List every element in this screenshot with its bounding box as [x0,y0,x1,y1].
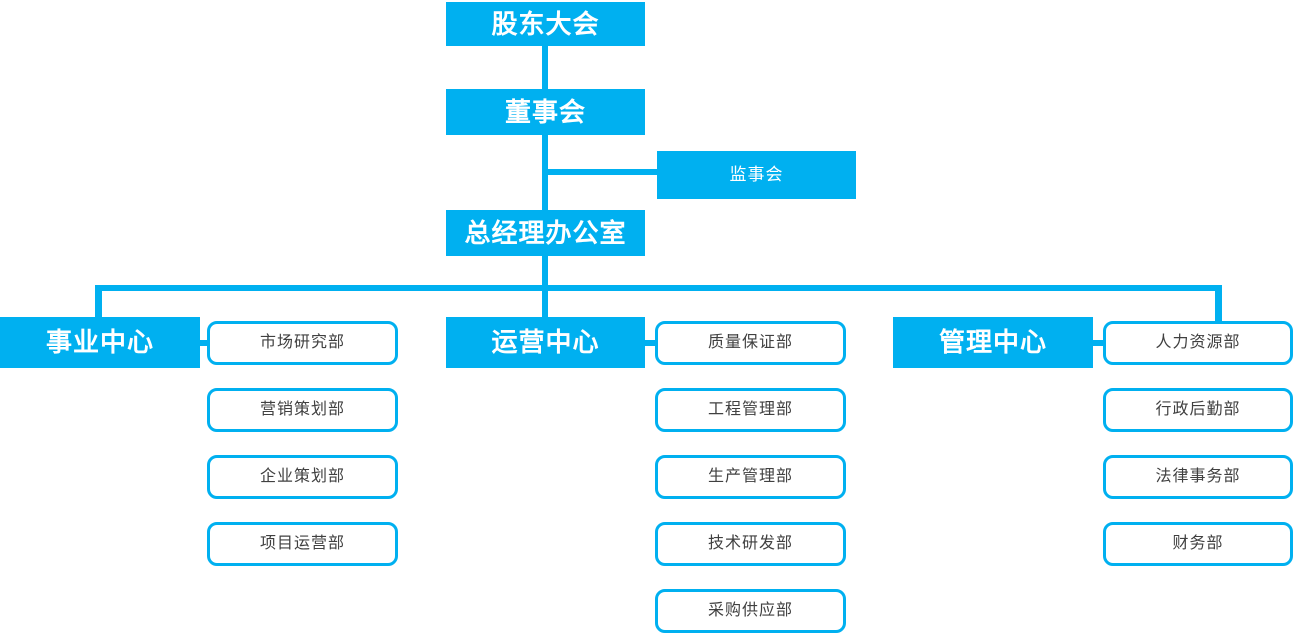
connector-right-leg [1215,285,1222,322]
node-board-of-directors: 董事会 [446,89,645,135]
dept-quality-assurance: 质量保证部 [655,321,846,365]
connector-business-depts [197,340,208,346]
dept-tech-rd: 技术研发部 [655,522,846,566]
node-center-operations: 运营中心 [446,317,645,368]
dept-legal-affairs: 法律事务部 [1103,455,1293,499]
dept-human-resources: 人力资源部 [1103,321,1293,365]
connector-main-horizontal [95,285,1222,291]
node-supervisory-board: 监事会 [657,151,856,199]
node-shareholders-meeting: 股东大会 [446,2,645,46]
node-center-business: 事业中心 [0,317,200,368]
dept-engineering-management: 工程管理部 [655,388,846,432]
dept-project-operations: 项目运营部 [207,522,398,566]
dept-marketing-planning: 营销策划部 [207,388,398,432]
node-gm-office: 总经理办公室 [446,210,645,256]
dept-admin-logistics: 行政后勤部 [1103,388,1293,432]
dept-production-management: 生产管理部 [655,455,846,499]
dept-market-research: 市场研究部 [207,321,398,365]
connector-operations-depts [643,340,656,346]
dept-procurement-supply: 采购供应部 [655,589,846,633]
dept-corporate-planning: 企业策划部 [207,455,398,499]
node-center-management: 管理中心 [893,317,1093,368]
connector-management-depts [1091,340,1104,346]
connector-supervisory-branch [545,169,657,175]
dept-finance: 财务部 [1103,522,1293,566]
connector-left-leg [95,285,102,318]
connector-root-board [542,46,548,90]
